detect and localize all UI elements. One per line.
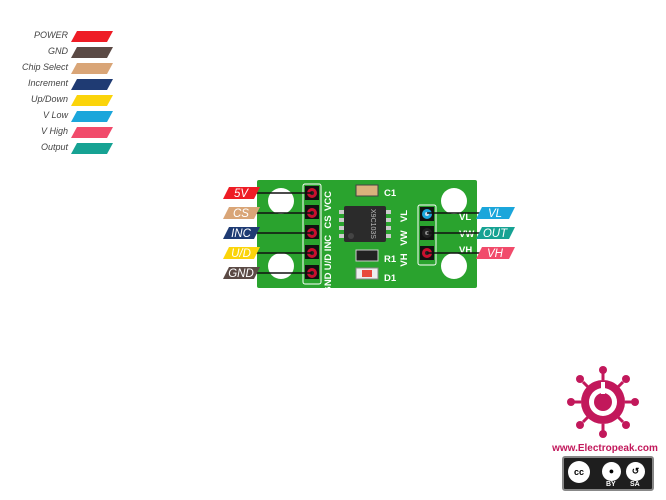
silk-left-label: VCC xyxy=(323,191,334,211)
mounting-hole-bottom-left xyxy=(268,253,294,279)
right-pin-tags: VL OUT VH xyxy=(427,207,515,260)
legend-label: Increment xyxy=(27,78,68,88)
pin-tag-bg xyxy=(476,207,515,219)
legend-item: Output xyxy=(10,141,110,157)
sa-icon: ↺ xyxy=(626,462,645,481)
legend-label: Up/Down xyxy=(30,94,68,104)
legend-swatch xyxy=(71,47,113,58)
pin-tag-bg xyxy=(476,227,515,239)
pin-tag-label: 5V xyxy=(234,188,249,200)
silk-left-label: INC xyxy=(323,235,334,252)
legend-swatch xyxy=(71,111,113,122)
resistor-r1 xyxy=(355,249,379,262)
silk-vertical-label: VL xyxy=(399,210,410,222)
silk-left-label: CS xyxy=(323,215,334,228)
pin-tag-label: OUT xyxy=(483,228,508,240)
pin-tag-bg xyxy=(223,227,260,239)
pin-tag-bg xyxy=(223,187,260,199)
silk-terminal-label: VL xyxy=(459,212,471,223)
silk-r1: R1 xyxy=(384,254,397,265)
left-header xyxy=(302,183,322,285)
legend-swatch xyxy=(71,95,113,106)
legend-label: POWER xyxy=(33,30,68,40)
x9c103s-chip: X9C103S xyxy=(339,206,391,242)
pin-tag-label: CS xyxy=(233,208,249,220)
pin-tag-label: INC xyxy=(231,228,252,240)
pin-tag-label: U/D xyxy=(231,248,251,260)
legend-label: Output xyxy=(40,142,68,152)
pin-tag-bg xyxy=(476,247,515,259)
right-header xyxy=(417,204,437,266)
by-icon: ● xyxy=(602,462,621,481)
silk-terminal-label: VH xyxy=(459,245,472,256)
legend-item: V Low xyxy=(10,109,110,125)
cc-license-badge: cc ● ↺ BY SA xyxy=(562,456,654,491)
pin-tag-label: GND xyxy=(228,268,254,280)
legend-swatch xyxy=(71,31,113,42)
silk-left-label: U/D xyxy=(323,254,334,271)
mounting-hole-top-left xyxy=(268,188,294,214)
legend-item: POWER xyxy=(10,29,110,45)
right-silkscreen-labels: VL VW VH xyxy=(459,212,474,256)
right-vertical-silkscreen: VH VW VL xyxy=(399,210,410,267)
pin-tag-label: VH xyxy=(487,248,504,260)
pin-tag-bg xyxy=(223,267,260,279)
legend-item: Chip Select xyxy=(10,61,110,77)
silk-terminal-label: VW xyxy=(459,229,474,240)
legend-label: Chip Select xyxy=(21,62,68,72)
cc-icon: cc xyxy=(568,461,590,483)
legend-swatch xyxy=(71,63,113,74)
legend-item: Increment xyxy=(10,77,110,93)
site-url: www.Electropeak.com xyxy=(552,443,658,454)
electropeak-logo xyxy=(567,366,639,438)
silk-vertical-label: VW xyxy=(399,230,410,245)
license-sa: SA xyxy=(630,481,640,488)
legend-item: Up/Down xyxy=(10,93,110,109)
silk-d1: D1 xyxy=(384,273,397,284)
legend-swatch xyxy=(71,79,113,90)
legend-label: V Low xyxy=(42,110,68,120)
legend-item: GND xyxy=(10,45,110,61)
legend-label: GND xyxy=(48,46,68,56)
pin-tag-bg xyxy=(223,207,260,219)
legend-swatch xyxy=(71,143,113,154)
capacitor-c1 xyxy=(355,184,379,197)
legend-swatch xyxy=(71,127,113,138)
pin-tag-label: VL xyxy=(488,208,502,220)
left-pin-tags: 5V CS INC U/D GND xyxy=(223,187,312,280)
chip-marking: X9C103S xyxy=(369,209,376,239)
legend-item: V High xyxy=(10,125,110,141)
silk-c1: C1 xyxy=(384,188,397,199)
license-by: BY xyxy=(606,481,616,488)
mounting-hole-bottom-right xyxy=(441,253,467,279)
legend-label: V High xyxy=(40,126,68,136)
pin-tag-bg xyxy=(223,247,260,259)
silk-vertical-label: VH xyxy=(399,253,410,266)
mounting-hole-top-right xyxy=(441,188,467,214)
silk-left-label: GND xyxy=(323,272,334,293)
